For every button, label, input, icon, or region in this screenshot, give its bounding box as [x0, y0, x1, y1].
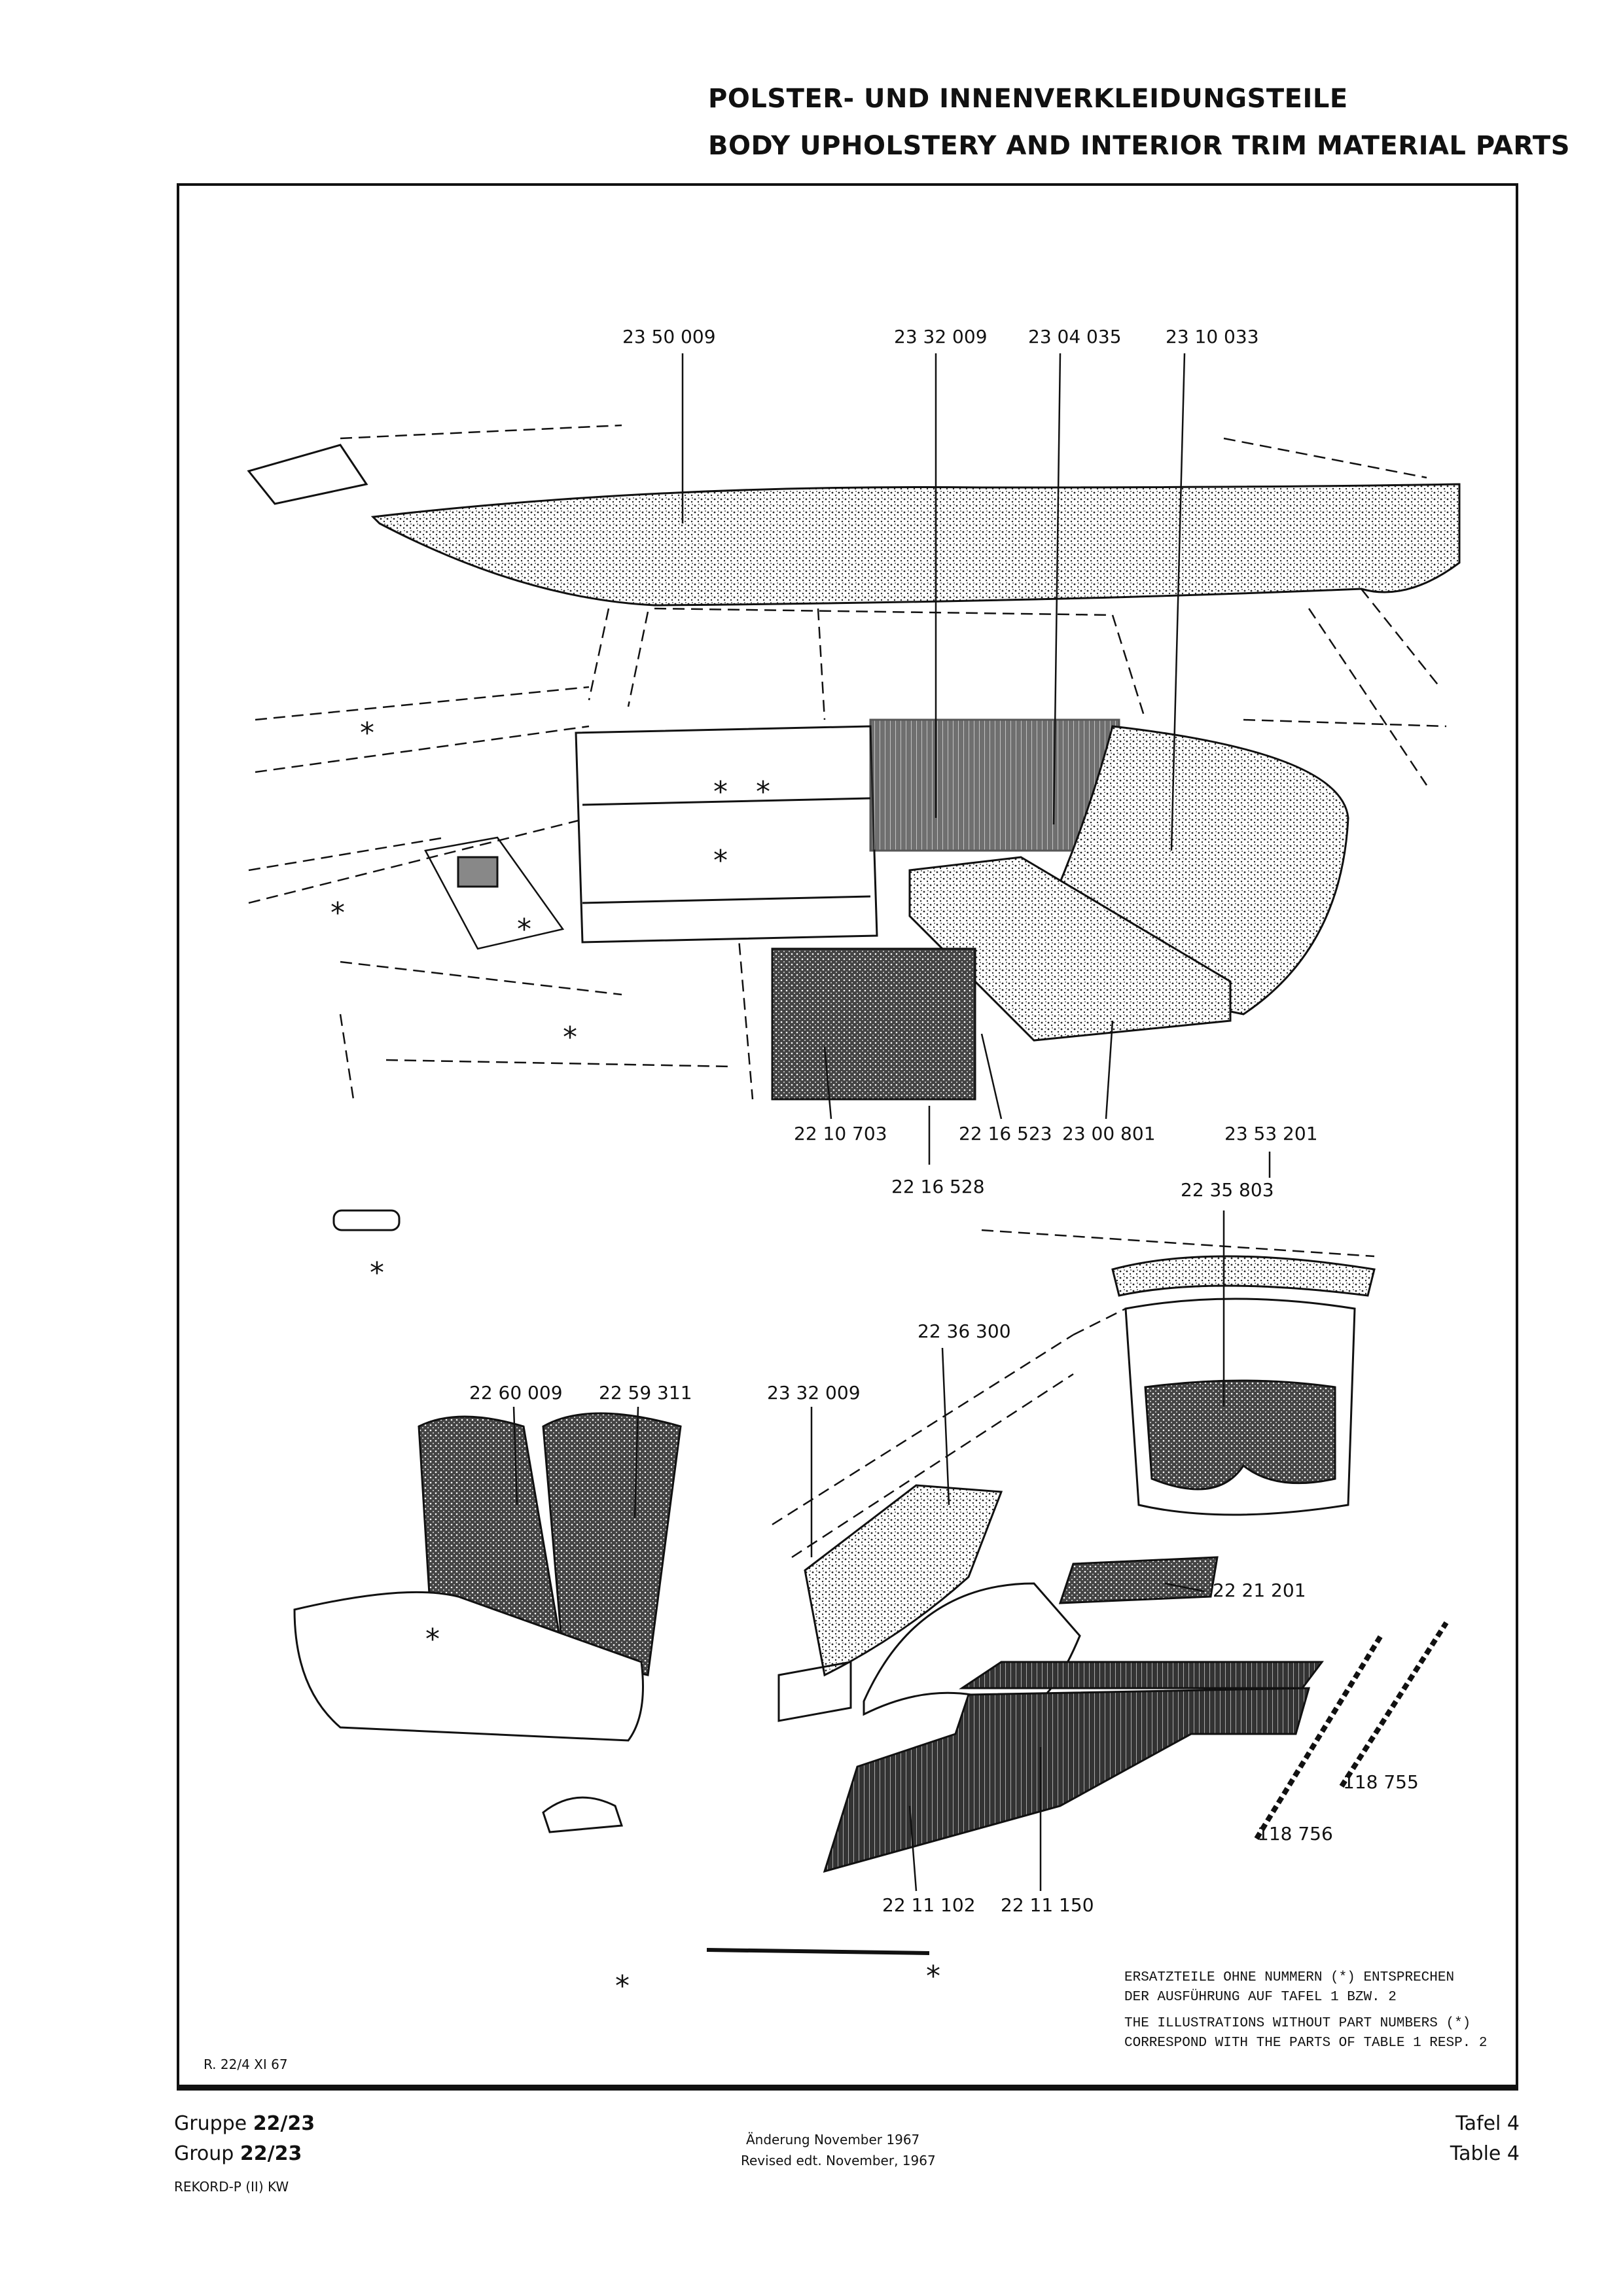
gruppe-label: Gruppe [174, 2112, 247, 2135]
part-number-front-seat-back-left: 22 60 009 [469, 1382, 563, 1404]
group-value: 22/23 [240, 2142, 302, 2165]
svg-text:*: * [926, 1960, 940, 1993]
part-number-quarter-trim: 22 36 300 [918, 1320, 1011, 1342]
part-number-rear-trim-lower: 23 32 009 [767, 1382, 861, 1404]
quarter-trim-drawing [804, 1484, 1003, 1677]
part-number-seat-back-upper: 23 04 035 [1028, 326, 1122, 347]
part-number-tailgate-trim: 22 35 803 [1181, 1179, 1274, 1201]
part-number-strip-b: 118 756 [1257, 1823, 1333, 1845]
svg-text:*: * [425, 1623, 440, 1656]
floor-cover-drawing [771, 947, 976, 1101]
part-number-cargo-mat-left: 22 11 102 [882, 1894, 976, 1916]
footer-gruppe: Gruppe 22/23 [174, 2112, 315, 2135]
clip-drawing [542, 1796, 624, 1833]
note-de-line1: ERSATZTEILE OHNE NUMMERN (*) ENTSPRECHEN [1124, 1970, 1455, 1985]
note-en-line2: CORRESPOND WITH THE PARTS OF TABLE 1 RES… [1124, 2036, 1488, 2051]
tailgate-drawing [1111, 1255, 1376, 1516]
title-german: POLSTER- UND INNENVERKLEIDUNGSTEILE [708, 84, 1348, 114]
part-number-cargo-mat-right: 22 11 150 [1001, 1894, 1094, 1916]
headliner-drawing [247, 444, 1461, 607]
svg-text:*: * [370, 1256, 384, 1290]
part-number-floor-mat-a: 22 16 523 [959, 1123, 1052, 1144]
group-label: Group [174, 2142, 234, 2165]
gruppe-value: 22/23 [253, 2112, 315, 2135]
part-number-rear-trim-upper: 23 32 009 [894, 326, 988, 347]
part-number-headliner: 23 50 009 [622, 326, 716, 347]
note-de-line2: DER AUSFÜHRUNG AUF TAFEL 1 BZW. 2 [1124, 1990, 1397, 2005]
svg-text:*: * [756, 775, 770, 809]
footer-group: Group 22/23 [174, 2142, 302, 2165]
notes-block: ERSATZTEILE OHNE NUMMERN (*) ENTSPRECHEN… [1124, 1968, 1488, 2053]
part-number-tailgate-upper: 23 53 201 [1224, 1123, 1318, 1144]
footer-revision-en: Revised edt. November, 1967 [741, 2153, 936, 2168]
footer-model: REKORD-P (II) KW [174, 2179, 289, 2195]
part-number-cargo-mat-small: 22 21 201 [1213, 1580, 1306, 1601]
footer-tafel: Tafel 4 [1455, 2112, 1520, 2135]
title-english: BODY UPHOLSTERY AND INTERIOR TRIM MATERI… [708, 131, 1571, 161]
cargo-mat-drawing [823, 1556, 1324, 1873]
part-number-seat-back: 23 10 033 [1166, 326, 1259, 347]
part-number-floor-mat-b: 22 16 528 [891, 1176, 985, 1197]
footer-table: Table 4 [1450, 2142, 1520, 2165]
footer-revision-de: Änderung November 1967 [746, 2132, 920, 2147]
asterisk-markers: * * * * * * * * * * * [330, 716, 940, 2003]
svg-text:*: * [713, 844, 728, 877]
svg-text:*: * [615, 1969, 630, 2003]
front-seat-drawing [293, 1412, 682, 1742]
svg-text:*: * [330, 896, 345, 930]
part-number-seat-cushion: 23 00 801 [1062, 1123, 1156, 1144]
door-panel-drawing [575, 725, 878, 944]
part-number-floor-cover-front: 22 10 703 [794, 1123, 887, 1144]
svg-text:*: * [713, 775, 728, 809]
svg-text:*: * [360, 716, 374, 750]
rear-wall-drawing [869, 718, 1120, 852]
rear-seat-drawing [908, 725, 1349, 1042]
part-number-front-seat-back-right: 22 59 311 [599, 1382, 692, 1404]
illustration-frame [177, 183, 1518, 2091]
drawing-reference: R. 22/4 XI 67 [204, 2057, 288, 2072]
part-number-strip-a: 118 755 [1343, 1771, 1419, 1793]
note-en-line1: THE ILLUSTRATIONS WITHOUT PART NUMBERS (… [1124, 2016, 1471, 2031]
trim-strips-drawing [706, 1621, 1449, 1955]
svg-text:*: * [563, 1021, 577, 1054]
svg-text:*: * [517, 913, 531, 946]
grommet-drawing [332, 1209, 401, 1231]
